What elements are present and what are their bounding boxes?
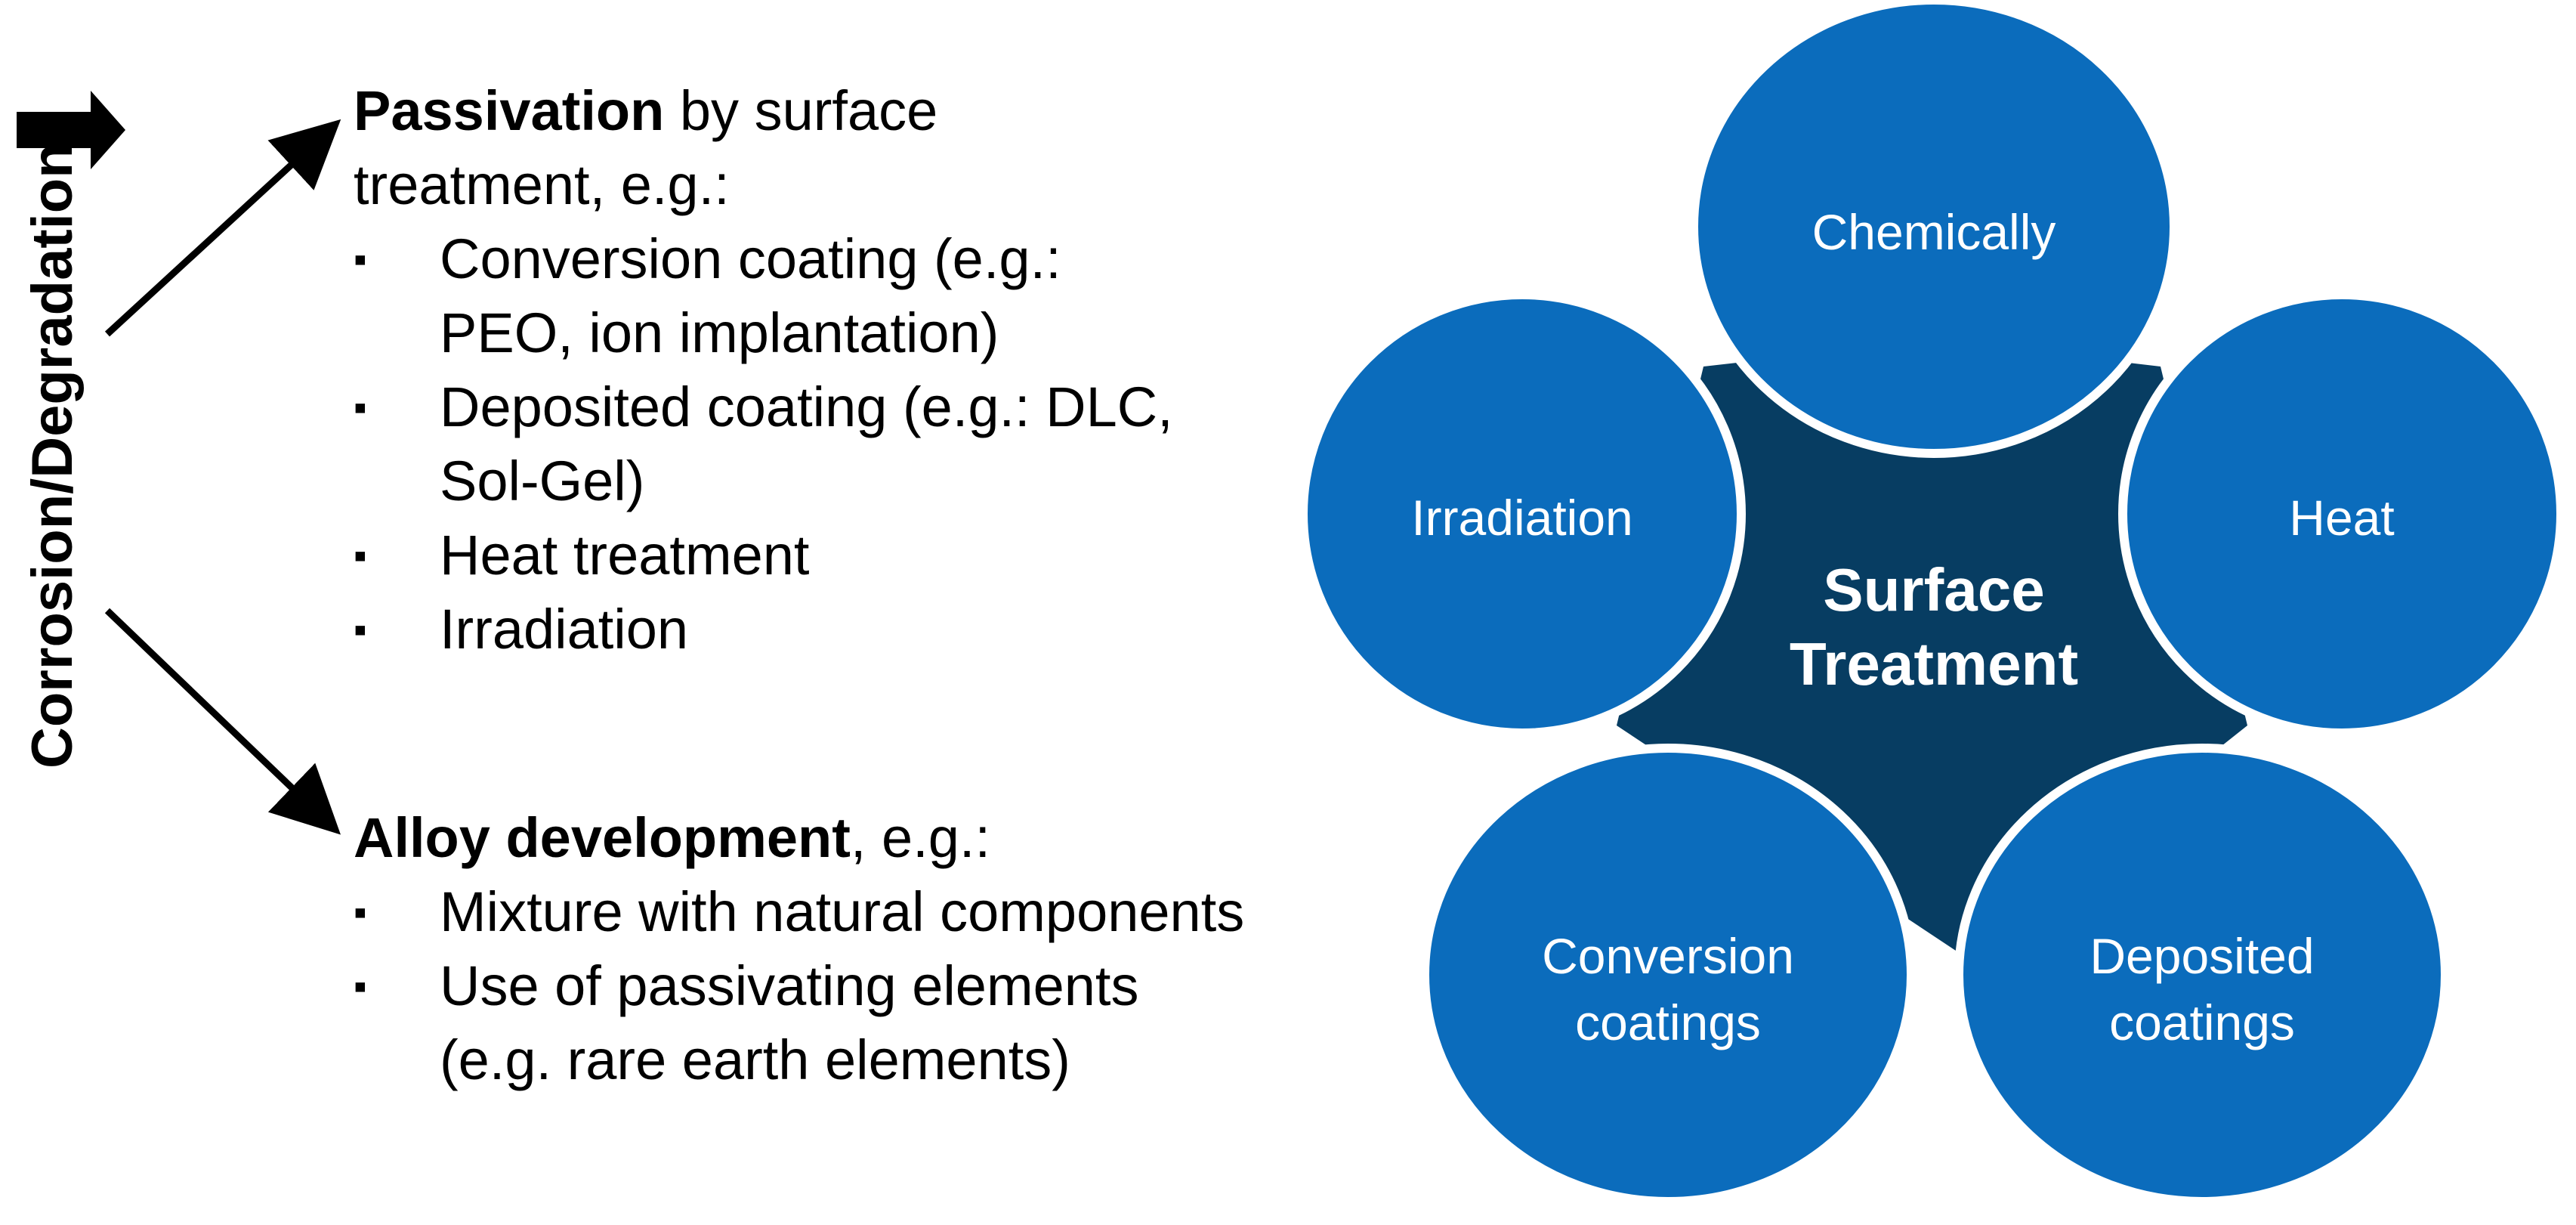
- list-item-line1: Mixture with natural components: [440, 880, 1245, 943]
- list-item-line2: (e.g. rare earth elements): [440, 1029, 1070, 1091]
- passivation-heading-rest: by surface: [664, 79, 938, 142]
- bullet-square-icon: ▪: [354, 386, 367, 428]
- passivation-heading: Passivation by surface: [354, 74, 1173, 148]
- list-item-line1: Heat treatment: [440, 524, 810, 586]
- list-item-line1: Use of passivating elements: [440, 954, 1139, 1017]
- node-conversion-coatings-label-line1: Conversion: [1542, 928, 1794, 984]
- center-label-line2: Treatment: [1790, 630, 2078, 698]
- node-heat-circle: [2118, 290, 2565, 738]
- arrow-to-alloy: [104, 608, 341, 835]
- passivation-block: Passivation by surface treatment, e.g.: …: [354, 74, 1173, 667]
- node-irradiation-circle: [1299, 290, 1746, 738]
- alloy-heading-rest: , e.g.:: [850, 806, 991, 869]
- list-item: ▪ Conversion coating (e.g.: PEO, ion imp…: [354, 222, 1173, 370]
- list-item-line2: PEO, ion implantation): [440, 302, 999, 364]
- node-heat-label: Heat: [2289, 490, 2394, 546]
- alloy-heading: Alloy development, e.g.:: [354, 801, 1244, 875]
- arrow-to-passivation: [104, 119, 341, 337]
- alloy-list: ▪ Mixture with natural components ▪ Use …: [354, 875, 1244, 1097]
- node-deposited-coatings-label-line2: coatings: [2109, 995, 2295, 1050]
- list-item: ▪ Deposited coating (e.g.: DLC, Sol-Gel): [354, 370, 1173, 518]
- corrosion-degradation-label: Corrosion/Degradation: [20, 143, 85, 769]
- center-label-line1: Surface: [1823, 556, 2044, 623]
- node-chemically-circle: [1689, 0, 2179, 458]
- list-item: ▪ Heat treatment: [354, 518, 1173, 592]
- passivation-heading-line2: treatment, e.g.:: [354, 153, 730, 216]
- node-conversion-coatings-label-line2: coatings: [1575, 995, 1761, 1050]
- block-arrow-icon: [17, 91, 125, 169]
- alloy-block: Alloy development, e.g.: ▪ Mixture with …: [354, 801, 1244, 1097]
- list-item-line1: Irradiation: [440, 598, 689, 660]
- list-item-line1: Deposited coating (e.g.: DLC,: [440, 376, 1173, 438]
- list-item-line2: Sol-Gel): [440, 450, 645, 512]
- list-item: ▪ Irradiation: [354, 592, 1173, 667]
- bullet-square-icon: ▪: [354, 891, 367, 933]
- bullet-square-icon: ▪: [354, 238, 367, 280]
- passivation-heading-bold: Passivation: [354, 79, 665, 142]
- node-conversion-coatings-circle: [1420, 744, 1916, 1206]
- list-item: ▪ Use of passivating elements (e.g. rare…: [354, 949, 1244, 1097]
- node-deposited-coatings-circle: [1954, 744, 2450, 1206]
- list-item-line1: Conversion coating (e.g.:: [440, 227, 1061, 290]
- node-deposited-coatings-label-line1: Deposited: [2090, 928, 2314, 984]
- bullet-square-icon: ▪: [354, 965, 367, 1007]
- node-chemically-label: Chemically: [1812, 204, 2056, 260]
- alloy-heading-bold: Alloy development: [354, 806, 851, 869]
- list-item: ▪ Mixture with natural components: [354, 875, 1244, 949]
- passivation-list: ▪ Conversion coating (e.g.: PEO, ion imp…: [354, 222, 1173, 667]
- node-irradiation-label: Irradiation: [1411, 490, 1633, 546]
- bullet-square-icon: ▪: [354, 534, 367, 577]
- bullet-square-icon: ▪: [354, 608, 367, 651]
